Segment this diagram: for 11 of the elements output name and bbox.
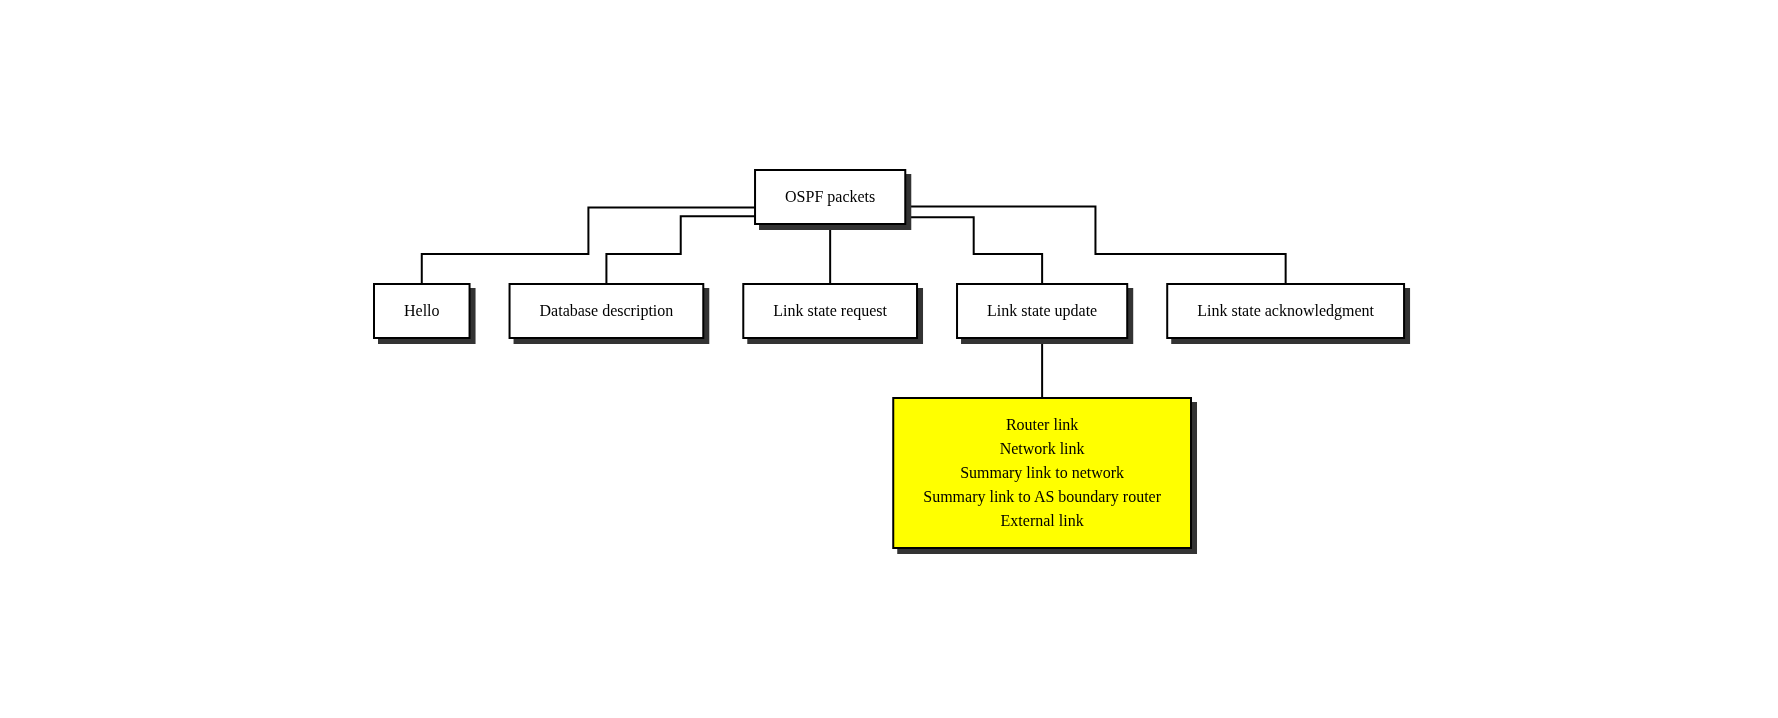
node-box: OSPF packets — [754, 169, 907, 225]
node-box: Router link Network link Summary link to network Summary link to AS boundary router External link — [892, 397, 1192, 549]
connector — [829, 223, 832, 285]
connector — [1041, 337, 1044, 399]
node-box: Link state acknowledgment — [1166, 283, 1406, 339]
node-box: Hello — [372, 283, 471, 339]
connector — [420, 206, 756, 285]
node-box: Link state request — [742, 283, 918, 339]
node-box: Link state update — [956, 283, 1129, 339]
connector — [605, 215, 756, 285]
node-box: Database description — [508, 283, 705, 339]
